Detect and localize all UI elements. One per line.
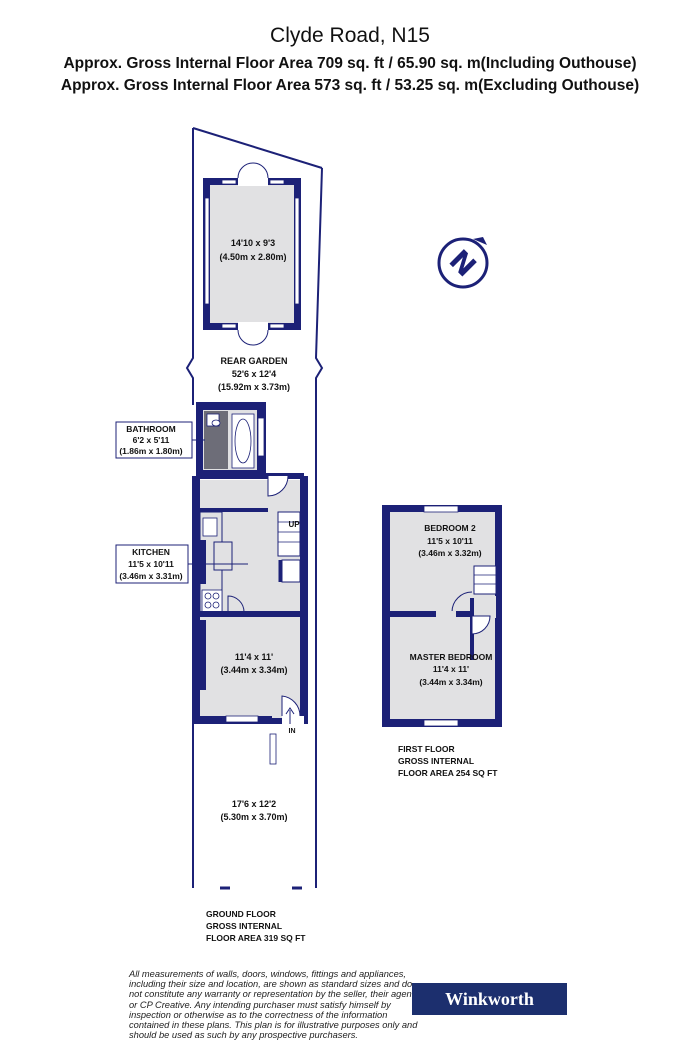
house-ground-floor: UP IN	[192, 402, 308, 735]
outhouse: 14'10 x 9'3 (4.50m x 2.80m)	[203, 162, 301, 346]
stairs-up-label: UP	[288, 520, 300, 529]
rear-garden-label: REAR GARDEN	[220, 356, 287, 366]
first-floor-plan: BEDROOM 2 11'5 x 10'11 (3.46m x 3.32m) M…	[382, 505, 502, 778]
bedroom2-dims-metric: (3.46m x 3.32m)	[418, 548, 481, 558]
first-floor-caption-1: FIRST FLOOR	[398, 744, 455, 754]
outhouse-dims-metric: (4.50m x 2.80m)	[219, 252, 286, 262]
disclaimer-text: All measurements of walls, doors, window…	[129, 969, 418, 1041]
rear-garden-top-boundary	[192, 127, 323, 169]
area-excluding-outhouse: Approx. Gross Internal Floor Area 573 sq…	[60, 77, 640, 94]
rear-garden-dims-metric: (15.92m x 3.73m)	[218, 382, 290, 392]
rear-garden-dims-imperial: 52'6 x 12'4	[232, 369, 276, 379]
kitchen-dims-imperial: 11'5 x 10'11	[128, 559, 174, 569]
ground-floor-caption-3: FLOOR AREA 319 SQ FT	[206, 933, 306, 943]
master-bedroom-dims-metric: (3.44m x 3.34m)	[419, 677, 482, 687]
bedroom2-dims-imperial: 11'5 x 10'11	[427, 536, 473, 546]
bathroom-label: BATHROOM	[126, 424, 175, 434]
area-including-outhouse: Approx. Gross Internal Floor Area 709 sq…	[63, 55, 637, 72]
reception-dims-imperial: 11'4 x 11'	[235, 652, 273, 662]
winkworth-logo: Winkworth	[412, 983, 567, 1015]
front-garden-dims-imperial: 17'6 x 12'2	[232, 799, 276, 809]
front-garden-dims-metric: (5.30m x 3.70m)	[220, 812, 287, 822]
outhouse-dims-imperial: 14'10 x 9'3	[231, 238, 275, 248]
entrance-label: IN	[289, 728, 296, 735]
reception-dims-metric: (3.44m x 3.34m)	[220, 665, 287, 675]
master-bedroom-dims-imperial: 11'4 x 11'	[433, 664, 469, 674]
page-title: Clyde Road, N15	[270, 24, 430, 47]
ground-floor-caption-2: GROSS INTERNAL	[206, 921, 282, 931]
compass-icon: N	[437, 237, 489, 289]
kitchen-dims-metric: (3.46m x 3.31m)	[119, 571, 182, 581]
first-floor-caption-2: GROSS INTERNAL	[398, 756, 474, 766]
first-floor-caption-3: FLOOR AREA 254 SQ FT	[398, 768, 498, 778]
rear-garden-boundary	[185, 128, 324, 720]
bathroom-dims-imperial: 6'2 x 5'11	[133, 435, 170, 445]
ground-floor-caption-1: GROUND FLOOR	[206, 909, 276, 919]
master-bedroom-label: MASTER BEDROOM	[410, 652, 493, 662]
kitchen-label: KITCHEN	[132, 547, 170, 557]
ground-floor-plan: 14'10 x 9'3 (4.50m x 2.80m) REAR GARDEN …	[115, 127, 324, 943]
bathroom-dims-metric: (1.86m x 1.80m)	[119, 446, 182, 456]
front-garden-boundary	[192, 720, 317, 888]
bedroom2-label: BEDROOM 2	[424, 523, 476, 533]
